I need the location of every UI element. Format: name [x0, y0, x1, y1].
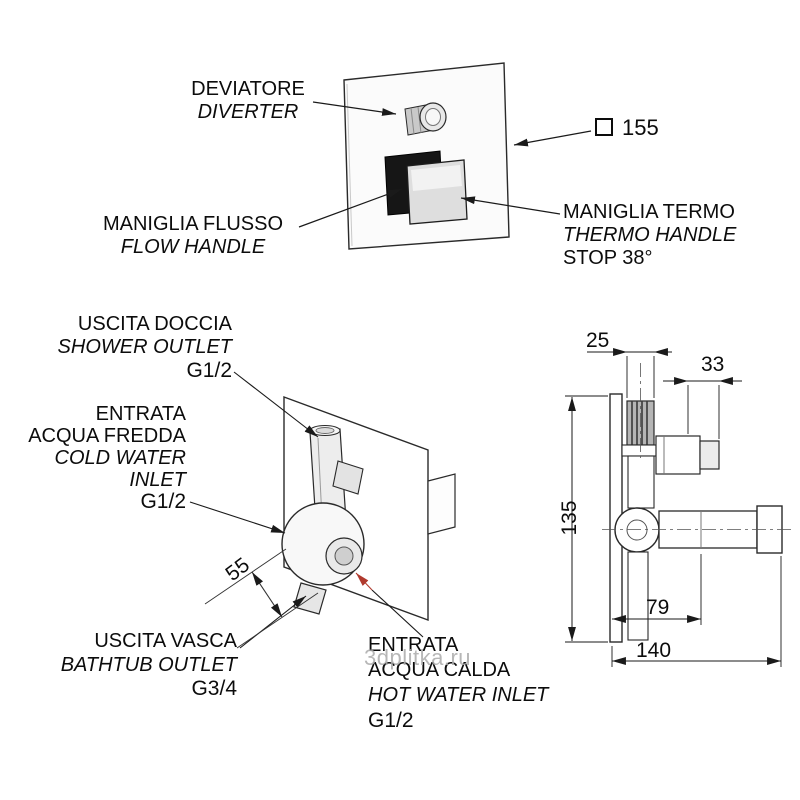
- front-leader-arrows: [298, 101, 592, 228]
- leader-cold-inlet: [189, 501, 286, 534]
- leader-hot-inlet-red-tip: [355, 572, 373, 591]
- rear-view: [281, 395, 456, 622]
- leader-bathtub-outlet: [239, 595, 307, 649]
- label-shower-outlet: USCITA DOCCIA SHOWER OUTLET G1/2: [32, 313, 232, 382]
- label-cold-en1: COLD WATER: [54, 447, 187, 469]
- label-bathtub-it: USCITA VASCA: [94, 630, 237, 652]
- centerlines: [602, 363, 794, 530]
- side-lower-body: [627, 551, 649, 641]
- label-thermo-it: MANIGLIA TERMO: [563, 201, 735, 223]
- side-view: [609, 393, 783, 643]
- label-shower-size: G1/2: [186, 359, 232, 382]
- plate-size-value: 155: [622, 115, 659, 140]
- square-symbol-icon: [595, 118, 613, 136]
- shower-outlet-pipe: [309, 424, 364, 525]
- label-flow-en: FLOW HANDLE: [120, 236, 266, 258]
- rear-leader-arrows: [189, 371, 424, 649]
- leader-plate-size: [513, 130, 592, 147]
- label-flow-handle: MANIGLIA FLUSSO FLOW HANDLE: [88, 213, 298, 259]
- dim-135: 135: [558, 500, 581, 536]
- label-shower-en: SHOWER OUTLET: [57, 336, 232, 358]
- dim-33: 33: [701, 353, 725, 376]
- label-diverter-it: DEVIATORE: [191, 78, 305, 100]
- diverter-knob: [404, 102, 447, 136]
- label-bathtub-en: BATHTUB OUTLET: [60, 654, 237, 676]
- label-thermo-handle: MANIGLIA TERMO THERMO HANDLE STOP 38°: [563, 201, 763, 270]
- label-hot-size: G1/2: [368, 709, 414, 732]
- label-flow-it: MANIGLIA FLUSSO: [102, 213, 284, 235]
- flow-thermo-handle-front: [384, 150, 468, 225]
- side-outlet-box: [427, 473, 456, 535]
- label-bathtub-size: G3/4: [191, 677, 237, 700]
- dim-55-lines: [204, 548, 319, 649]
- label-cold-it2: ACQUA FREDDA: [28, 425, 186, 447]
- front-view: [343, 62, 510, 250]
- leader-shower-outlet: [233, 371, 319, 438]
- leader-flow-handle: [298, 188, 403, 228]
- leader-diverter: [312, 101, 397, 116]
- label-thermo-stop: STOP 38°: [563, 247, 653, 269]
- leader-thermo-handle: [460, 196, 561, 215]
- label-thermo-en: THERMO HANDLE: [563, 224, 737, 246]
- leader-hot-inlet: [371, 589, 424, 638]
- label-cold-it1: ENTRATA: [95, 403, 186, 425]
- side-dimension-lines: [565, 348, 782, 667]
- label-hot-it1: ENTRATA: [368, 634, 459, 656]
- label-hot-en: HOT WATER INLET: [368, 684, 549, 706]
- label-bathtub-outlet: USCITA VASCA BATHTUB OUTLET G3/4: [37, 629, 237, 701]
- dim-25: 25: [586, 329, 610, 352]
- label-cold-en2: INLET: [129, 469, 186, 491]
- label-diverter-en: DIVERTER: [197, 101, 299, 123]
- side-thermo-handle: [655, 435, 720, 475]
- label-plate-size: 155: [595, 116, 659, 139]
- dim-79: 79: [646, 596, 670, 619]
- watermark: 3dplitka.ru: [364, 645, 472, 670]
- label-hot-it2: ACQUA CALDA: [368, 659, 511, 681]
- label-cold-size: G1/2: [140, 490, 186, 513]
- label-shower-it: USCITA DOCCIA: [77, 313, 232, 335]
- dim-140: 140: [636, 639, 672, 662]
- label-hot-inlet: ENTRATA ACQUA CALDA HOT WATER INLET G1/2: [368, 633, 578, 733]
- side-neck: [627, 455, 655, 509]
- label-cold-inlet: ENTRATA ACQUA FREDDA COLD WATER INLET G1…: [6, 403, 186, 513]
- label-diverter: DEVIATORE DIVERTER: [183, 78, 313, 124]
- side-body-circle: [614, 507, 660, 553]
